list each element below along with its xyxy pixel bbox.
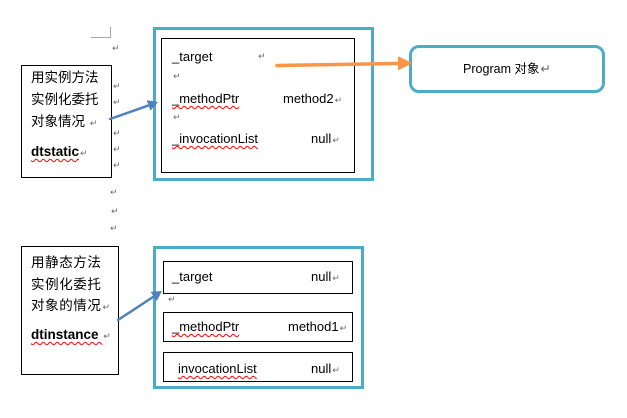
case-description-line: 实例化委托	[31, 92, 99, 107]
case-description-line: 用实例方法	[31, 70, 99, 85]
margin-corner-horizontal	[91, 37, 110, 38]
paragraph-mark: ↵	[111, 207, 119, 217]
paragraph-mark: ↵	[113, 145, 121, 155]
method-ptr-field-box: _methodPtr method1↵	[163, 312, 353, 342]
delegate-variable-name: dtinstance ↵	[31, 326, 111, 346]
paragraph-mark: ↵	[102, 303, 111, 313]
invocation-list-field-box: invocationList null↵	[163, 352, 353, 382]
case-description-line: 用静态方法	[31, 255, 102, 270]
paragraph-mark: ↵	[540, 61, 551, 76]
invocation-list-field-label: invocationList	[178, 361, 257, 376]
paragraph-mark: ↵	[80, 149, 88, 159]
paragraph-mark: ↵	[332, 366, 340, 376]
paragraph-mark: ↵	[113, 98, 121, 108]
delegate-fields-box: _target ↵ ↵ _methodPtr method2↵ ↵ _invoc…	[161, 38, 355, 173]
invocation-list-field-label: _invocationList	[172, 131, 258, 146]
paragraph-mark: ↵	[173, 113, 181, 123]
paragraph-mark: ↵	[173, 72, 181, 82]
method-ptr-field-value: method1↵	[288, 319, 347, 337]
paragraph-mark: ↵	[113, 129, 121, 139]
paragraph-mark: ↵	[113, 161, 121, 171]
paragraph-mark: ↵	[258, 52, 266, 62]
paragraph-mark: ↵	[89, 119, 98, 129]
program-object-box: Program 对象↵	[409, 45, 605, 93]
paragraph-mark: ↵	[332, 136, 340, 146]
paragraph-mark: ↵	[339, 324, 348, 334]
arrow-shaft	[116, 294, 156, 322]
delegate-variable-name: dtstatic↵	[31, 143, 88, 163]
invocation-list-field-value: null↵	[311, 361, 340, 379]
target-field-label: _target	[172, 269, 213, 284]
paragraph-mark: ↵	[103, 332, 111, 342]
instance-method-case-box: 用实例方法 实例化委托 对象情况 ↵ dtstatic↵	[21, 65, 112, 178]
paragraph-mark: ↵	[334, 96, 343, 106]
instance-delegate-frame: _target ↵ ↵ _methodPtr method2↵ ↵ _invoc…	[153, 27, 374, 181]
paragraph-mark: ↵	[332, 274, 340, 284]
paragraph-mark: ↵	[112, 44, 120, 54]
case-description-line: 对象的情况↵	[31, 297, 110, 317]
program-object-label: Program 对象↵	[463, 61, 551, 76]
invocation-list-field-value: null↵	[311, 131, 340, 149]
target-field-value: null↵	[311, 269, 340, 287]
margin-corner-vertical	[110, 27, 111, 38]
paragraph-mark: ↵	[113, 82, 121, 92]
paragraph-mark: ↵	[110, 224, 118, 234]
case-description-line: 对象情况 ↵	[31, 113, 97, 133]
static-method-case-box: 用静态方法 实例化委托 对象的情况↵ dtinstance ↵	[21, 246, 119, 375]
target-field-box: _target null↵	[163, 261, 353, 294]
method-ptr-field-label: _methodPtr	[172, 91, 240, 106]
case-description-line: 实例化委托	[31, 277, 102, 292]
static-delegate-frame: _target null↵ ↵ _methodPtr method1↵ invo…	[153, 246, 364, 389]
target-field-label: _target	[172, 49, 213, 64]
paragraph-mark: ↵	[168, 295, 176, 305]
method-ptr-field-value: method2↵	[283, 91, 342, 109]
method-ptr-field-label: _methodPtr	[172, 319, 240, 334]
paragraph-mark: ↵	[110, 188, 118, 198]
